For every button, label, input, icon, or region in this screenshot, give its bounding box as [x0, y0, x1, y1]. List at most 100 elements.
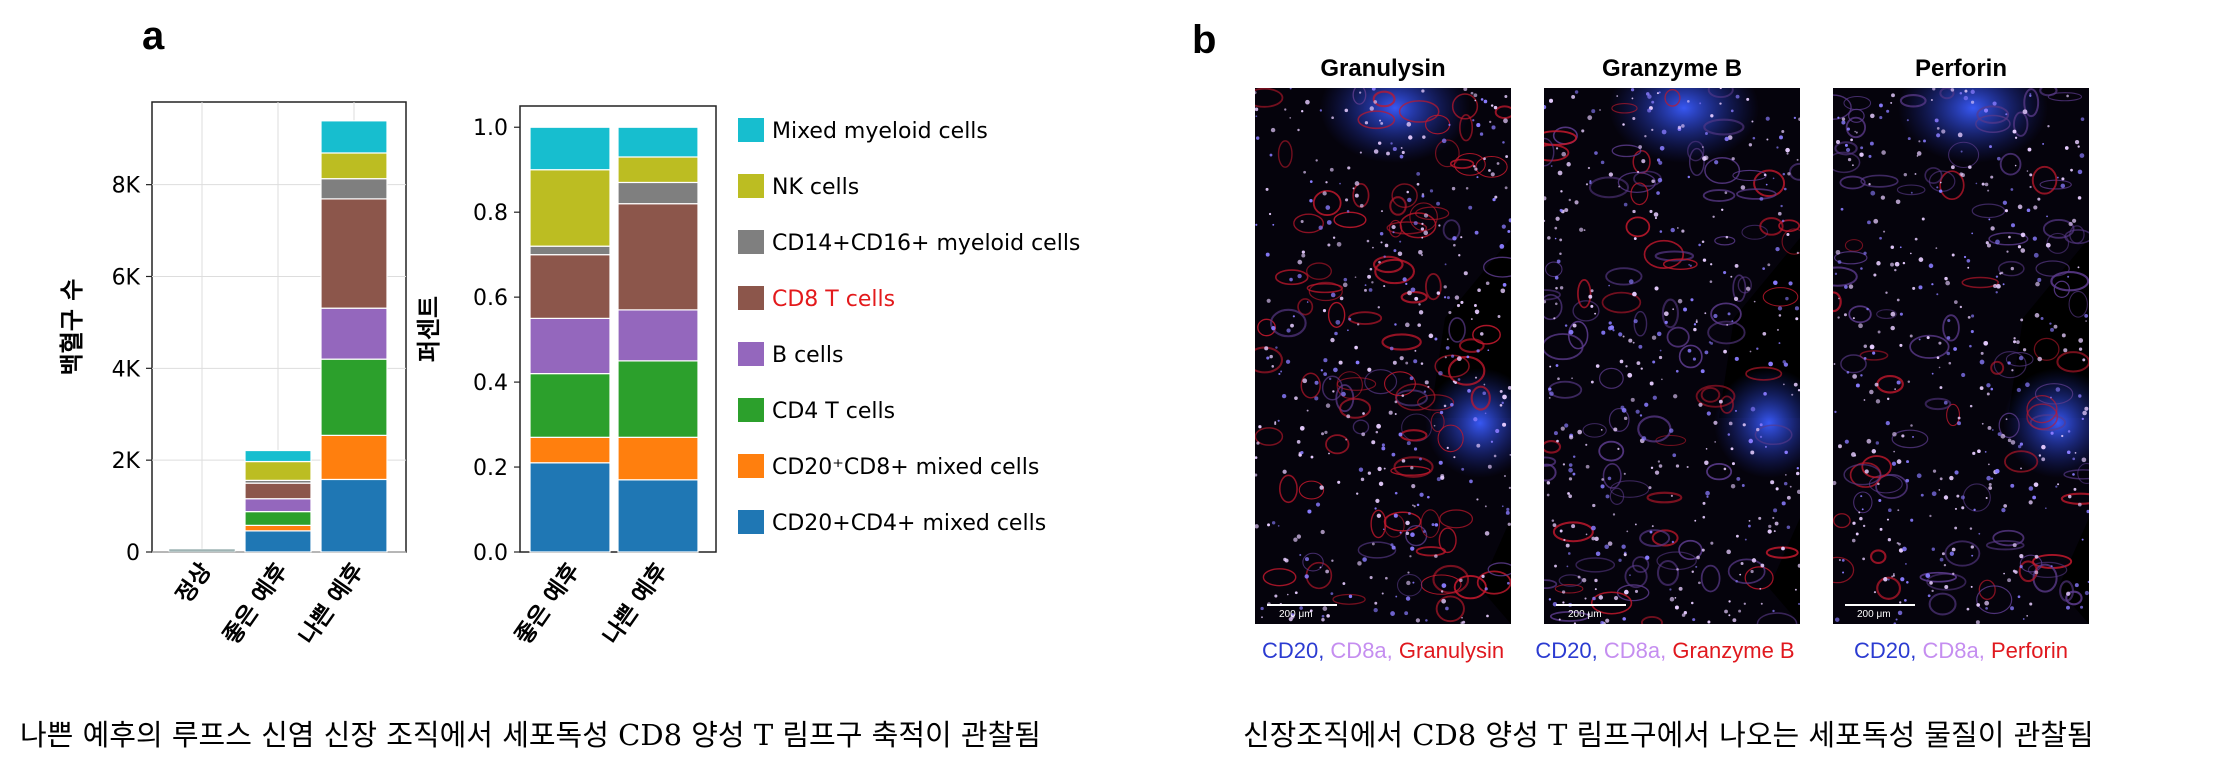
tissue-structure: [1393, 456, 1434, 478]
cell: [1261, 616, 1263, 619]
tissue-structure: [1744, 566, 1774, 590]
cell: [1559, 252, 1562, 256]
tissue-structure: [1710, 302, 1742, 326]
cell: [1984, 450, 1987, 453]
cell: [1873, 273, 1877, 277]
cell: [1299, 606, 1303, 610]
cell: [1452, 236, 1457, 241]
cell: [1726, 549, 1731, 555]
cell: [1440, 474, 1445, 478]
legend-swatch: [738, 454, 764, 478]
cell: [1918, 257, 1924, 262]
tissue-structure: [1848, 305, 1872, 324]
cell: [1265, 252, 1270, 257]
cell: [1501, 505, 1504, 508]
bar-segment: [529, 317, 611, 375]
cell: [1736, 476, 1741, 481]
tissue-structure: [1891, 429, 1929, 449]
tissue-structure: [1336, 377, 1377, 391]
tissue-structure: [1640, 616, 1663, 624]
cell: [1787, 172, 1791, 176]
cell: [1705, 132, 1708, 135]
cell: [1890, 245, 1895, 249]
cell: [1418, 250, 1423, 255]
cell: [1325, 569, 1329, 574]
cell: [1275, 346, 1278, 349]
cell: [1990, 226, 1995, 231]
cell: [1844, 143, 1848, 147]
cell: [2003, 572, 2005, 575]
cell: [1931, 283, 1934, 286]
cell: [1507, 522, 1511, 526]
tissue-structure: [1494, 105, 1511, 120]
legend-label: CD4 T cells: [772, 399, 895, 424]
cell: [1796, 467, 1800, 470]
stain-sep: ,: [1386, 638, 1399, 663]
tissue-structure: [1707, 88, 1734, 98]
cell: [1410, 532, 1415, 538]
tissue-structure: [1453, 575, 1487, 600]
cell: [2004, 209, 2008, 213]
cell: [1480, 332, 1484, 336]
cell: [1970, 545, 1974, 549]
cell: [1622, 617, 1626, 621]
cell: [1472, 119, 1475, 122]
cell: [1506, 507, 1510, 511]
cell: [1783, 362, 1789, 367]
cell: [1502, 422, 1507, 427]
cell: [1600, 484, 1605, 489]
tissue-structure: [2023, 88, 2040, 118]
cell: [1901, 434, 1905, 438]
cell: [2010, 440, 2016, 445]
cell: [2025, 382, 2030, 388]
cell: [2017, 595, 2021, 599]
cell: [1325, 403, 1331, 408]
cell: [1399, 531, 1402, 534]
cell: [1362, 557, 1367, 562]
cell: [1661, 129, 1667, 135]
cell: [2003, 504, 2008, 508]
cell: [1951, 547, 1956, 552]
cell: [1355, 360, 1360, 365]
cell: [1445, 346, 1450, 350]
cell: [1255, 115, 1258, 118]
cell: [1375, 498, 1380, 503]
cell: [1395, 595, 1398, 598]
cell: [1795, 471, 1800, 476]
cell: [1785, 296, 1789, 301]
cell: [1332, 390, 1335, 393]
cell: [2066, 450, 2071, 455]
cell: [1694, 519, 1697, 522]
cell: [1988, 486, 1993, 490]
tissue-structure: [1472, 324, 1501, 345]
cell: [1296, 440, 1301, 444]
cell: [1607, 326, 1613, 331]
cell: [1628, 338, 1633, 343]
cell: [1544, 105, 1547, 110]
tissue-structure: [1704, 156, 1741, 185]
cell: [1963, 255, 1967, 259]
cell: [1571, 94, 1576, 99]
cell: [1301, 110, 1304, 113]
cell: [2012, 543, 2017, 548]
cell: [1843, 313, 1847, 317]
cell: [1566, 162, 1571, 167]
cell: [1726, 324, 1729, 326]
cell: [1879, 236, 1882, 240]
cell: [1286, 328, 1291, 333]
cell: [1833, 480, 1837, 486]
cell: [1438, 371, 1443, 376]
legend-label: CD20⁺CD8+ mixed cells: [772, 455, 1039, 480]
cell: [1677, 125, 1682, 130]
bar-segment: [617, 479, 699, 553]
tissue-structure: [1483, 256, 1511, 278]
tissue-structure: [1544, 463, 1557, 482]
cell: [1328, 452, 1330, 455]
cell: [1450, 403, 1454, 407]
cell: [1876, 261, 1881, 266]
y-tick-label: 2K: [112, 449, 141, 474]
cell: [1413, 505, 1416, 508]
cell: [1367, 471, 1372, 475]
cell: [1651, 525, 1654, 528]
tissue-structure: [1274, 269, 1309, 286]
